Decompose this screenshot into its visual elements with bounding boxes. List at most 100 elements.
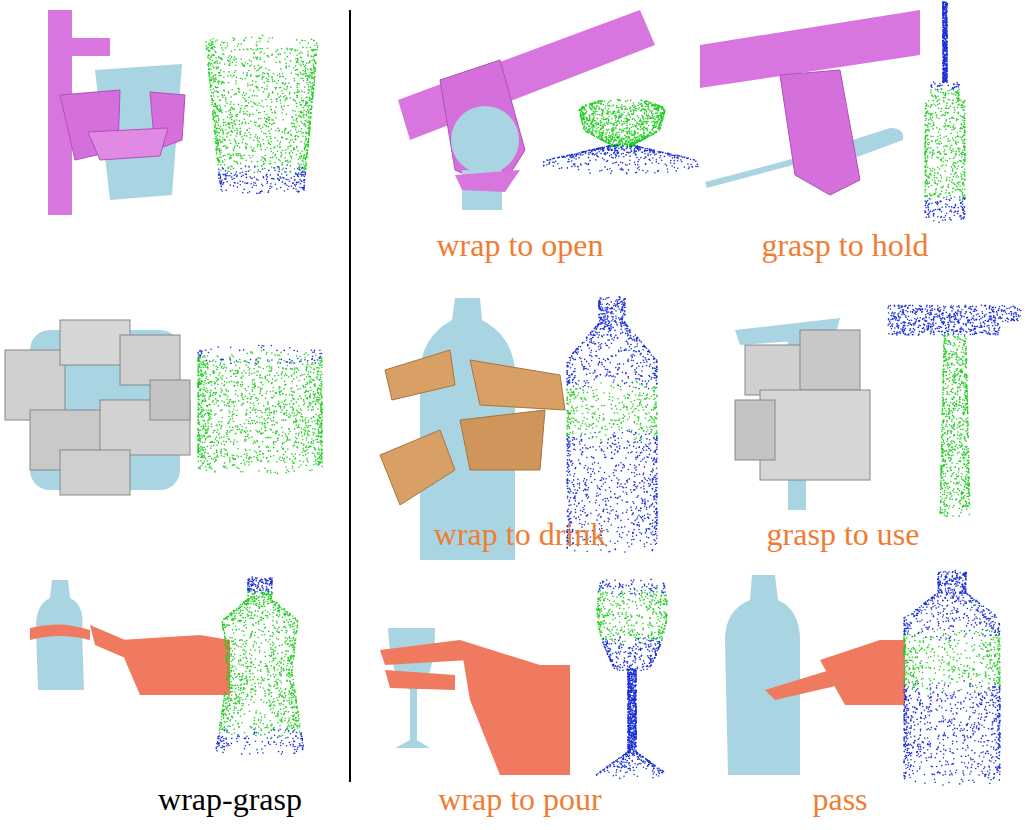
cloud-point (233, 148, 235, 150)
cloud-point (280, 68, 282, 70)
cloud-point (285, 78, 287, 80)
cloud-point (289, 161, 291, 163)
cloud-point (308, 120, 310, 122)
cloud-point (216, 151, 218, 153)
cloud-point (251, 178, 253, 180)
cloud-point (277, 150, 279, 152)
cloud-point (256, 400, 258, 402)
cloud-point (253, 90, 255, 92)
cloud-point (292, 465, 294, 467)
cloud-point (235, 80, 237, 82)
cloud-point (246, 135, 248, 137)
cloud-point (305, 165, 307, 167)
cloud-point (260, 38, 262, 40)
cloud-point (233, 75, 235, 77)
cloud-point (211, 78, 213, 80)
cloud-point (277, 128, 279, 130)
cloud-point (240, 78, 242, 80)
cloud-point (200, 380, 202, 382)
cloud-point (274, 80, 276, 82)
cloud-point (234, 401, 236, 403)
cloud-point (311, 99, 313, 101)
cloud-point (259, 52, 261, 54)
cloud-point (293, 188, 295, 190)
cloud-point (302, 70, 304, 72)
cloud-point (293, 412, 295, 414)
cloud-point (263, 91, 265, 93)
cloud-point (305, 69, 307, 71)
cloud-point (266, 182, 268, 184)
cloud-point (215, 146, 217, 148)
cloud-point (300, 65, 302, 67)
cloud-point (287, 189, 289, 191)
cloud-point (292, 48, 294, 50)
cloud-point (299, 157, 301, 159)
cloud-point (220, 149, 222, 151)
cloud-point (257, 105, 259, 107)
cloud-point (314, 360, 316, 362)
cloud-point (271, 101, 273, 103)
cloud-point (297, 182, 299, 184)
cloud-point (297, 168, 299, 170)
cloud-point (239, 181, 241, 183)
cloud-point (268, 142, 270, 144)
cloud-point (212, 115, 214, 117)
cloud-point (258, 141, 260, 143)
cloud-point (262, 74, 264, 76)
cloud-point (255, 185, 257, 187)
cloud-point (265, 155, 267, 157)
cloud-point (227, 154, 229, 156)
cloud-point (225, 47, 227, 49)
cloud-point (229, 127, 231, 129)
cloud-point (282, 181, 284, 183)
cloud-point (314, 69, 316, 71)
cloud-point (295, 127, 297, 129)
cloud-point (295, 184, 297, 186)
cloud-point (257, 57, 259, 59)
cloud-point (263, 176, 265, 178)
cloud-point (233, 178, 235, 180)
cloud-point (214, 127, 216, 129)
cloud-point (220, 44, 222, 46)
cloud-point (307, 145, 309, 147)
cloud-point (306, 63, 308, 65)
cloud-point (270, 151, 272, 153)
cloud-point (251, 61, 253, 63)
cloud-point (244, 108, 246, 110)
cloud-point (289, 142, 291, 144)
cloud-point (307, 151, 309, 153)
cloud-point (274, 162, 276, 164)
cloud-point (211, 41, 213, 43)
cloud-point (221, 453, 223, 455)
cloud-point (267, 79, 269, 81)
cloud-point (317, 424, 319, 426)
cloud-point (223, 71, 225, 73)
cloud-point (233, 120, 235, 122)
cloud-point (241, 136, 243, 138)
cloud-point (279, 160, 281, 162)
cloud-point (283, 96, 285, 98)
cloud-point (218, 56, 220, 58)
cloud-point (284, 190, 286, 192)
cloud-point (243, 459, 245, 461)
cloud-point (214, 90, 216, 92)
cloud-point (305, 161, 307, 163)
cloud-point (305, 173, 307, 175)
cloud-point (266, 353, 268, 355)
cloud-point (269, 185, 271, 187)
cloud-point (282, 82, 284, 84)
cloud-point (224, 159, 226, 161)
cloud-point (245, 166, 247, 168)
cloud-point (252, 186, 254, 188)
cloud-point (216, 153, 218, 155)
cloud-point (313, 391, 315, 393)
cloud-point (197, 352, 199, 354)
cloud-point (271, 124, 273, 126)
cloud-point (215, 81, 217, 83)
cloud-point (251, 161, 253, 163)
cloud-point (280, 152, 282, 154)
cloud-point (311, 409, 313, 411)
cloud-point (261, 51, 263, 53)
cloud-point (234, 49, 236, 51)
cloud-point (309, 97, 311, 99)
